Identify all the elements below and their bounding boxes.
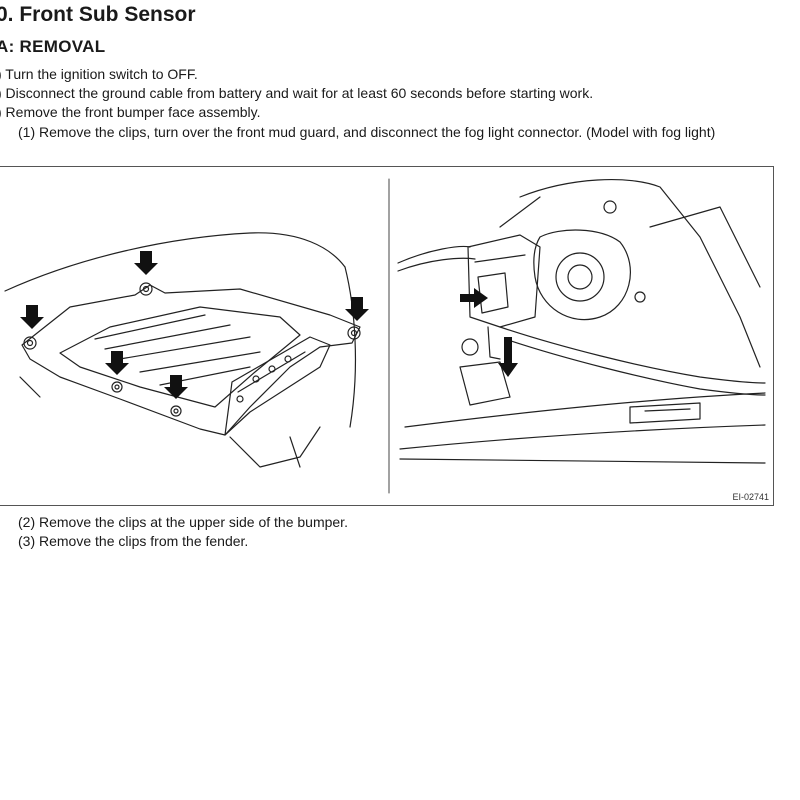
bumper-removal-illustration bbox=[4, 178, 766, 494]
down-arrow-icon bbox=[134, 251, 158, 275]
down-arrow-icon bbox=[164, 375, 188, 399]
section-title: A: REMOVAL bbox=[0, 37, 106, 56]
illustration-figure: EI-02741 bbox=[0, 166, 774, 506]
right-arrow-icon bbox=[460, 288, 488, 308]
sub-step-1: (1) Remove the clips, turn over the fron… bbox=[18, 124, 716, 140]
arrow-icons bbox=[20, 251, 518, 399]
sub-step-3: (3) Remove the clips from the fender. bbox=[18, 533, 249, 549]
fog-light-drawing bbox=[397, 178, 766, 464]
mud-guard-drawing bbox=[4, 232, 361, 468]
page-title: 0. Front Sub Sensor bbox=[0, 3, 196, 26]
down-arrow-icon bbox=[345, 297, 369, 321]
figure-label: EI-02741 bbox=[732, 492, 769, 502]
down-arrow-icon bbox=[498, 337, 518, 377]
down-arrow-icon bbox=[20, 305, 44, 329]
step-1: ) Turn the ignition switch to OFF. bbox=[0, 66, 198, 82]
down-arrow-icon bbox=[105, 351, 129, 375]
step-2: ) Disconnect the ground cable from batte… bbox=[0, 85, 594, 101]
step-3: ) Remove the front bumper face assembly. bbox=[0, 104, 261, 120]
sub-step-2: (2) Remove the clips at the upper side o… bbox=[18, 514, 348, 530]
